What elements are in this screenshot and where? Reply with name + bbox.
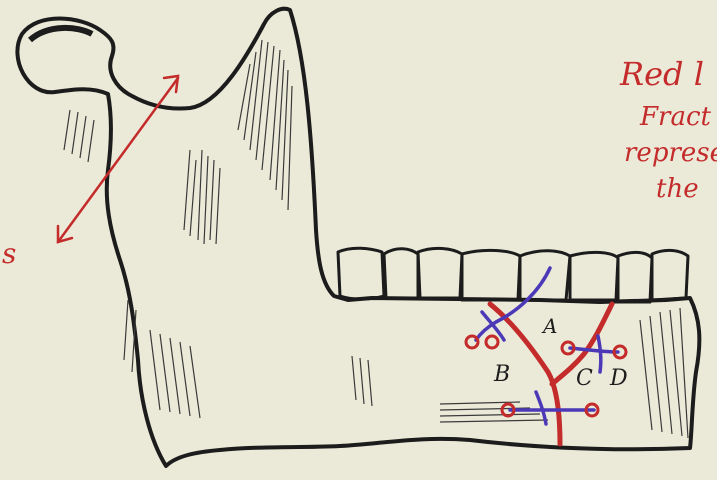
- label-d: D: [610, 368, 628, 390]
- label-b: B: [494, 364, 510, 386]
- annotation-line-3: represe: [624, 140, 717, 166]
- margin-char: s: [2, 240, 16, 268]
- annotation-line-4: the: [656, 176, 699, 202]
- annotation-line-2: Fract: [640, 104, 711, 130]
- label-c: C: [576, 368, 593, 390]
- annotation-line-1: Red l: [620, 58, 704, 90]
- label-a: A: [543, 316, 557, 336]
